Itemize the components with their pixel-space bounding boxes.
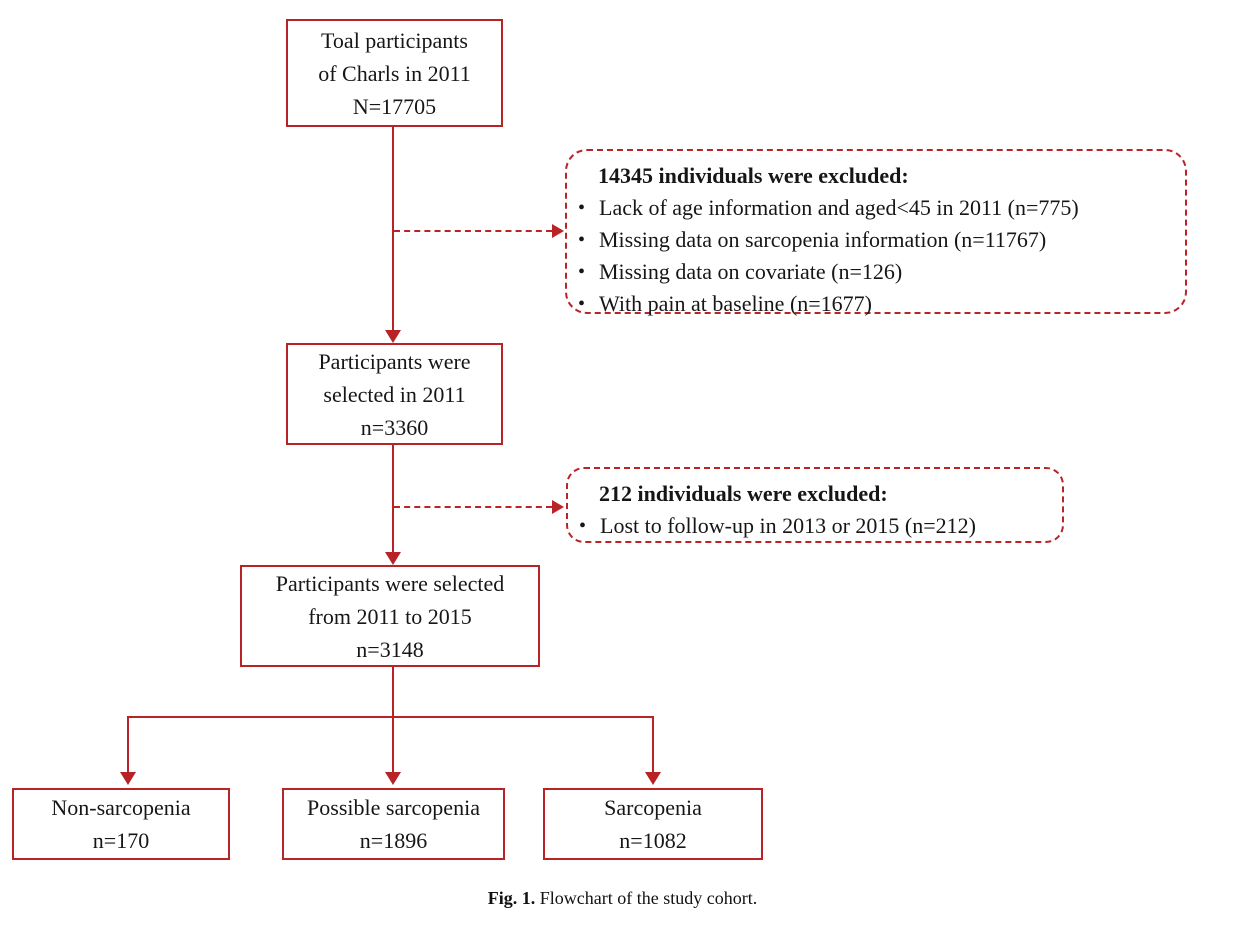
dashed-connector-line [394,230,552,232]
exclusion-box-1: 14345 individuals were excluded: • Lack … [565,149,1187,316]
bullet-icon: • [578,197,586,219]
box-total-count: N=17705 [352,93,437,119]
exclusion-2-title: 212 individuals were excluded: [599,481,888,506]
box-selected-2011-line-2: selected in 2011 [323,381,466,407]
box-possible-sarcopenia-label: Possible sarcopenia [307,795,480,820]
exclusion-1-title: 14345 individuals were excluded: [598,163,909,188]
figure-caption-label: Fig. 1. [487,888,536,908]
bullet-icon: • [578,293,586,315]
arrow-down-icon [120,772,136,785]
connector-line-vertical [392,667,394,773]
exclusion-1-item: • Lack of age information and aged<45 in… [578,192,1171,224]
box-selected-2011: Participants were selected in 2011 n=336… [286,343,503,445]
arrow-down-icon [645,772,661,785]
arrow-down-icon [385,552,401,565]
figure-caption-text: Flowchart of the study cohort. [539,888,758,908]
box-selected-2011-2015: Participants were selected from 2011 to … [240,565,540,667]
exclusion-1-item-text: Missing data on sarcopenia information (… [599,227,1047,252]
connector-line-vertical [652,716,654,773]
arrow-right-icon [552,500,564,514]
box-total-line-2: of Charls in 2011 [318,60,471,86]
box-non-sarcopenia-count: n=170 [92,828,150,853]
exclusion-1-item: • With pain at baseline (n=1677) [578,288,1171,320]
box-total-line-1: Toal participants [321,27,468,53]
arrow-down-icon [385,772,401,785]
box-non-sarcopenia-label: Non-sarcopenia [51,795,191,820]
branch-line-horizontal [127,716,654,718]
exclusion-1-item: • Missing data on covariate (n=126) [578,256,1171,288]
bullet-icon: • [579,515,587,537]
box-sarcopenia-label: Sarcopenia [604,795,702,820]
exclusion-1-item-text: Lack of age information and aged<45 in 2… [599,195,1079,220]
bullet-icon: • [578,229,586,251]
exclusion-box-2: 212 individuals were excluded: • Lost to… [566,467,1064,543]
connector-line-vertical [127,716,129,773]
exclusion-1-item: • Missing data on sarcopenia information… [578,224,1171,256]
box-possible-sarcopenia: Possible sarcopenia n=1896 [282,788,505,860]
box-non-sarcopenia: Non-sarcopenia n=170 [12,788,230,860]
arrow-down-icon [385,330,401,343]
box-total-participants: Toal participants of Charls in 2011 N=17… [286,19,503,127]
arrow-right-icon [552,224,564,238]
exclusion-1-item-text: Missing data on covariate (n=126) [599,259,903,284]
exclusion-2-item-text: Lost to follow-up in 2013 or 2015 (n=212… [600,513,976,538]
exclusion-2-item: • Lost to follow-up in 2013 or 2015 (n=2… [579,510,1048,542]
bullet-icon: • [578,261,586,283]
box-possible-sarcopenia-count: n=1896 [359,828,428,853]
figure-caption: Fig. 1. Flowchart of the study cohort. [0,888,1245,909]
connector-line-vertical [392,127,394,332]
box-sarcopenia-count: n=1082 [619,828,687,853]
box-selected-2011-2015-count: n=3148 [356,636,424,662]
box-selected-2011-count: n=3360 [360,414,429,440]
connector-line-vertical [392,445,394,553]
dashed-connector-line [394,506,552,508]
box-sarcopenia: Sarcopenia n=1082 [543,788,763,860]
box-selected-2011-2015-line-1: Participants were selected [275,570,505,596]
box-selected-2011-line-1: Participants were [318,348,471,374]
exclusion-1-item-text: With pain at baseline (n=1677) [599,291,873,316]
box-selected-2011-2015-line-2: from 2011 to 2015 [308,603,472,629]
